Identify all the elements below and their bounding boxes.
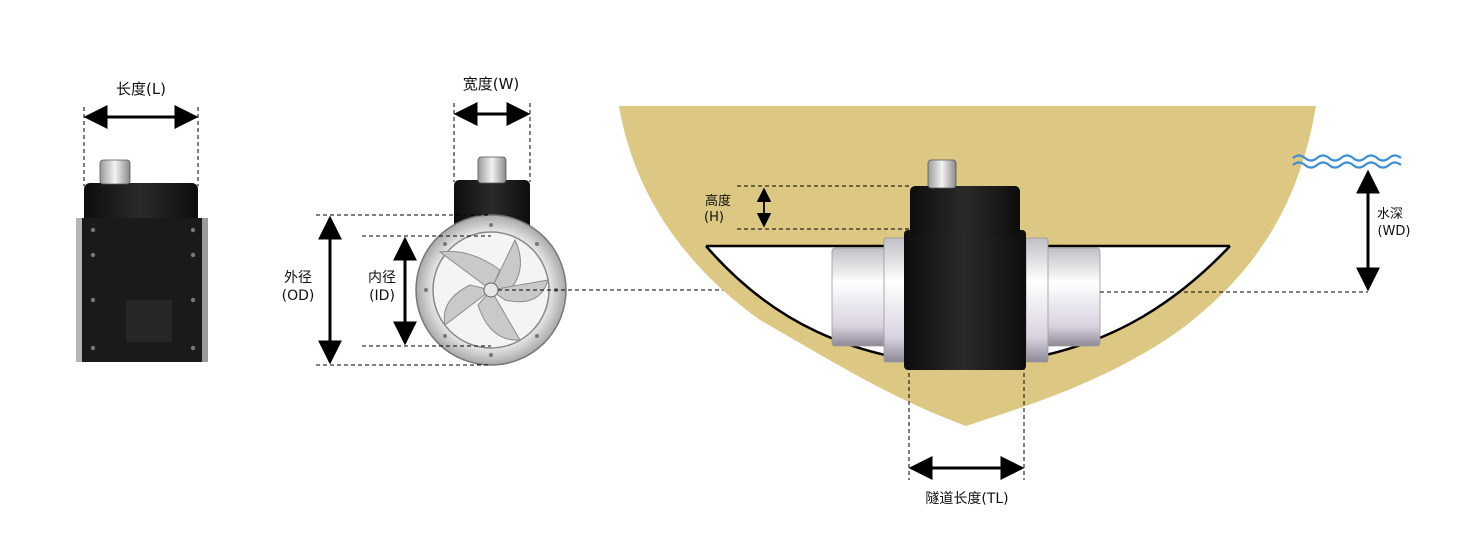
- length-label: 长度(L): [116, 80, 166, 98]
- installed-tunnel-body: [904, 230, 1026, 370]
- front-cable-gland: [477, 156, 507, 184]
- propeller-blades: [438, 238, 549, 341]
- propeller-hub: [483, 282, 499, 298]
- outer-diameter-label: 外径: [284, 270, 312, 286]
- side-tunnel-body: [76, 218, 208, 362]
- installed-motor-housing: [910, 186, 1020, 236]
- width-label: 宽度(W): [463, 75, 520, 93]
- inner-diameter-label: 内径: [368, 270, 396, 286]
- side-motor-housing: [84, 183, 198, 225]
- front-view: [415, 156, 567, 366]
- side-view: [76, 159, 208, 362]
- height-abbr: (H): [704, 210, 724, 225]
- outer-diameter-abbr: (OD): [282, 288, 315, 304]
- side-cable-gland: [99, 159, 131, 185]
- inner-diameter-abbr: (ID): [369, 288, 395, 304]
- installed-cable-gland: [927, 159, 957, 189]
- water-depth-abbr: (WD): [1377, 224, 1410, 239]
- water-surface-icon: [1292, 154, 1402, 169]
- water-depth-label: 水深: [1377, 207, 1403, 222]
- height-label: 高度: [705, 193, 731, 209]
- installed-thruster: [831, 159, 1101, 370]
- tunnel-length-label: 隧道长度(TL): [925, 491, 1008, 507]
